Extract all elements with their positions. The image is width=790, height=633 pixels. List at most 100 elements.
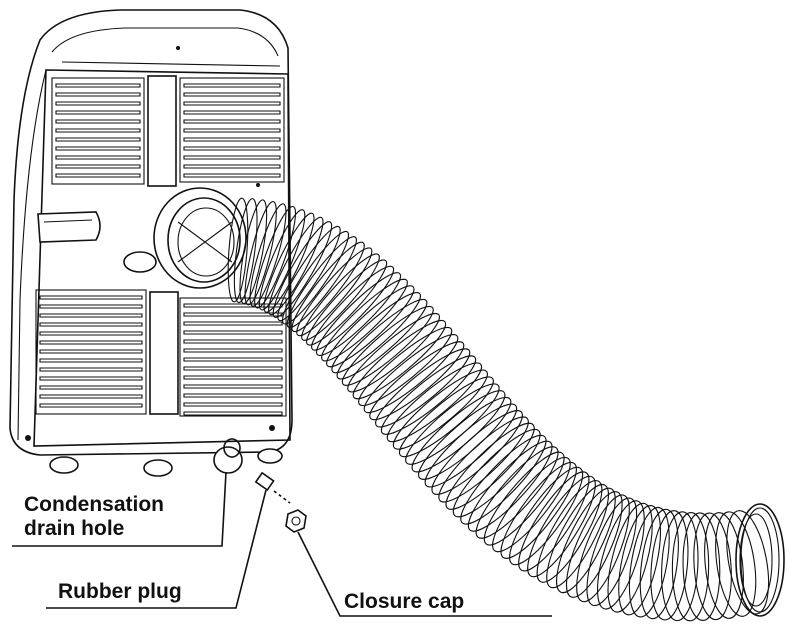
small-oval-port — [123, 251, 157, 273]
louvre-slat — [55, 110, 141, 115]
louvre-slat — [39, 304, 143, 309]
hose-coil — [239, 199, 268, 305]
louvre-slat — [55, 128, 141, 133]
drain-hole-label-line1: Condensation — [24, 493, 164, 516]
louvre-slat — [39, 358, 143, 363]
hose-coil — [311, 265, 395, 351]
hose-coil — [715, 511, 757, 617]
louvre-slat — [183, 137, 281, 142]
louvre-slat — [39, 376, 143, 381]
hose-coil — [336, 298, 428, 380]
hose-coil — [661, 511, 699, 622]
drain-hole-label-line2: drain hole — [24, 517, 125, 540]
hose-coil — [315, 272, 402, 356]
hose-end-opening — [735, 503, 785, 617]
hose-coil — [618, 505, 661, 616]
feet — [49, 448, 283, 477]
hose-end-inner — [739, 513, 773, 607]
hose-coil — [467, 440, 553, 532]
hose-coil — [576, 494, 630, 603]
hose-coil — [682, 512, 721, 622]
hose-coil — [277, 225, 341, 322]
louvre-slat — [183, 164, 281, 169]
hose-coil — [286, 236, 357, 329]
hose-coil — [597, 500, 645, 610]
louvre-slat — [55, 173, 141, 178]
hose-coil — [227, 197, 249, 303]
upper-right-grille — [179, 77, 285, 183]
hose-coil — [500, 461, 577, 559]
louvre-slat — [183, 330, 283, 335]
louvre-slat — [183, 146, 281, 151]
hose-coil — [536, 480, 603, 583]
hose-coil — [607, 502, 653, 613]
hose-coil — [693, 512, 732, 621]
louvre-slat — [183, 155, 281, 160]
hose-coil — [509, 466, 584, 566]
hose-coil — [341, 305, 434, 386]
louvre-slat — [55, 119, 141, 124]
louvre-slat — [183, 173, 281, 178]
louvre-slat — [39, 295, 143, 300]
drain-hole-fitting — [213, 438, 243, 474]
hose-coil — [301, 253, 380, 341]
hose-coil — [527, 475, 596, 578]
louvre-slat — [39, 367, 143, 372]
hose-coil — [233, 198, 258, 304]
louvre-slat — [183, 83, 281, 88]
louvre-slat — [183, 321, 283, 326]
hose-coil — [438, 416, 529, 503]
hose-coil — [244, 201, 277, 306]
louvre-slat — [39, 394, 143, 399]
louvre-slat — [39, 340, 143, 345]
hose-coil — [565, 491, 623, 598]
lower-left-grille — [35, 289, 147, 415]
hose-coil — [254, 205, 297, 309]
closure-cap-part — [285, 509, 307, 533]
louvre-slat — [55, 146, 141, 151]
louvre-slat — [183, 119, 281, 124]
hose-coil — [326, 285, 415, 368]
hose-coil — [291, 241, 365, 333]
hose-coil — [650, 510, 689, 621]
louvre-slat — [183, 357, 283, 362]
louvre-slat — [183, 303, 283, 308]
hose-coil — [492, 456, 571, 553]
hose-coil — [424, 403, 518, 488]
louvre-slat — [183, 375, 283, 380]
louvre-slat — [55, 137, 141, 142]
louvre-slat — [55, 92, 141, 97]
louvre-slat — [39, 403, 143, 408]
lower-center-slot — [149, 291, 179, 415]
leader-lines — [12, 471, 552, 617]
louvre-slat — [39, 349, 143, 354]
hose-coil — [369, 341, 465, 421]
upper-left-grille — [51, 77, 145, 185]
closure-cap-label: Closure cap — [344, 590, 465, 613]
louvre-slat — [39, 313, 143, 318]
hose-coil — [352, 319, 447, 400]
louvre-slat — [183, 411, 283, 416]
louvre-slat — [39, 385, 143, 390]
hose-coil — [445, 422, 535, 510]
louvre-slat — [55, 83, 141, 88]
louvre-slat — [183, 366, 283, 371]
hose-coil — [639, 508, 679, 620]
hose-coil — [347, 312, 440, 393]
exhaust-hose — [227, 197, 785, 622]
rubber-plug-part — [254, 471, 291, 504]
louvre-slat — [183, 312, 283, 317]
hose-coil — [258, 209, 306, 311]
louvre-slat — [55, 164, 141, 169]
condensation-drain-hole-label: Condensation drain hole — [24, 493, 164, 541]
hose-coil — [740, 507, 780, 613]
hose-coil — [306, 259, 388, 346]
hose-coil — [556, 487, 616, 594]
louvre-slat — [183, 92, 281, 97]
upper-center-slot — [147, 75, 177, 187]
hose-coil — [392, 369, 488, 450]
hose-coil — [272, 221, 333, 319]
louvre-slat — [183, 101, 281, 106]
hose-coil — [704, 512, 744, 619]
hose-coil — [452, 428, 541, 518]
